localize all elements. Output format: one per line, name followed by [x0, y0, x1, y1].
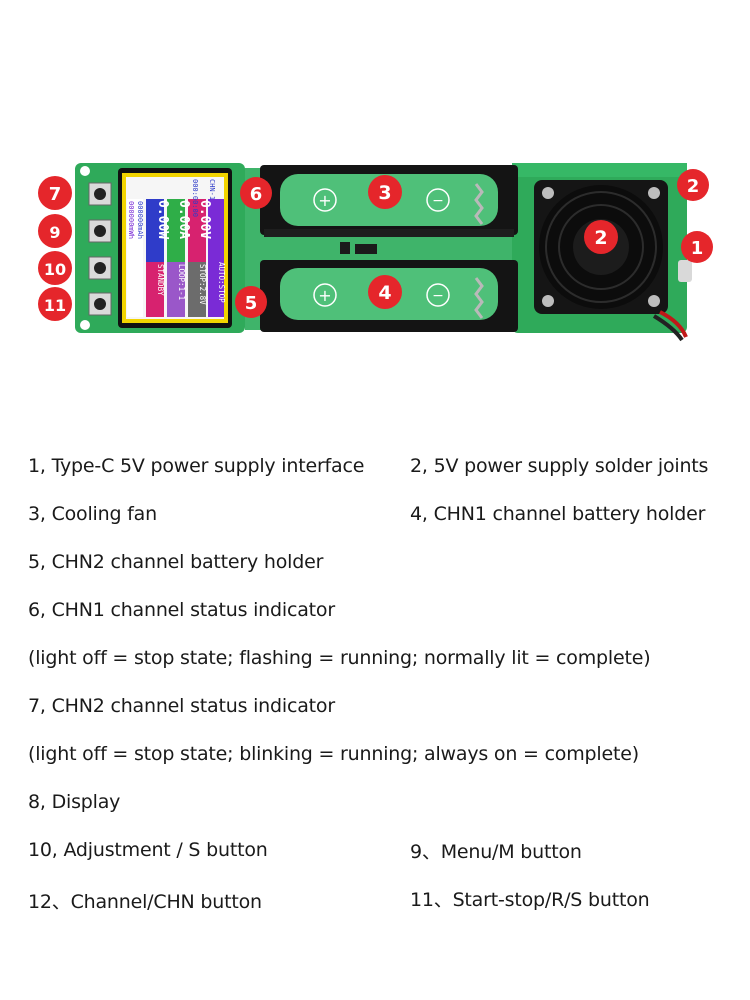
legend-item-6-note: (light off = stop state; flashing = runn… [28, 647, 651, 669]
svg-text:2: 2 [594, 227, 607, 249]
svg-text:11: 11 [44, 296, 66, 315]
lcd-standby: STANDBY [156, 264, 165, 296]
svg-text:7: 7 [49, 184, 62, 205]
legend-item-2: 2, 5V power supply solder joints [410, 455, 709, 477]
marker-9: 7 [38, 176, 72, 210]
menu-button[interactable] [88, 182, 112, 206]
button-column [88, 182, 112, 316]
lcd-cap-energy-col [127, 199, 143, 317]
start-stop-button[interactable] [88, 256, 112, 280]
legend-item-12: 12、Channel/CHN button [28, 891, 262, 913]
legend-item-3: 3, Cooling fan [28, 503, 157, 525]
legend-item-7: 7, CHN2 channel status indicator [28, 695, 335, 717]
legend-item-11: 11、Start-stop/R/S button [410, 889, 650, 911]
svg-text:9: 9 [49, 223, 60, 242]
type-c-port[interactable] [678, 260, 692, 282]
lcd-energy: 000000mWh [127, 201, 135, 239]
svg-text:10: 10 [44, 260, 66, 279]
svg-text:−: − [432, 288, 444, 304]
marker-12: 11 [38, 287, 72, 321]
svg-text:3: 3 [378, 182, 391, 204]
legend-item-9: 9、Menu/M button [410, 841, 582, 863]
marker-4: 3 [368, 175, 402, 209]
svg-text:−: − [432, 193, 444, 209]
lcd-stop-bar [188, 262, 206, 317]
channel-button[interactable] [88, 292, 112, 316]
lcd-loop-bar [167, 262, 185, 317]
marker-3: 2 [584, 220, 618, 254]
marker-10: 9 [38, 214, 72, 248]
svg-text:1: 1 [691, 238, 704, 259]
lcd-current: 0.00A [176, 200, 191, 239]
svg-text:6: 6 [250, 184, 263, 205]
legend-item-10: 10, Adjustment / S button [28, 839, 268, 861]
marker-7: 6 [240, 177, 272, 209]
lcd-status-col [208, 199, 224, 317]
marker-5: 4 [368, 275, 402, 309]
svg-text:+: + [318, 286, 331, 305]
marker-1: 1 [681, 231, 713, 263]
lcd-power: 0.00W [155, 200, 170, 239]
legend-item-5: 5, CHN2 channel battery holder [28, 551, 324, 573]
lcd-voltage: 0.00V [197, 200, 212, 239]
svg-text:+: + [318, 191, 331, 210]
marker-11: 10 [38, 251, 72, 285]
lcd-standby-bar [146, 262, 164, 317]
svg-text:5: 5 [245, 293, 258, 314]
legend-item-1: 1, Type-C 5V power supply interface [28, 455, 365, 477]
legend-item-7-note: (light off = stop state; blinking = runn… [28, 743, 639, 765]
lcd-loop: LOOP:1-1 [177, 264, 186, 300]
lcd-stop-voltage: STOP:2.8V [198, 264, 207, 305]
tester-board-image: 0.00V 0.00A 0.00W AUTO:STOP STOP:2.8V LO… [38, 163, 713, 342]
lcd-auto-stop: AUTO:STOP [217, 262, 226, 303]
marker-6: 5 [235, 286, 267, 318]
legend-item-6: 6, CHN1 channel status indicator [28, 599, 335, 621]
marker-2: 2 [677, 169, 709, 201]
lcd-timer: 000:00:00 [191, 179, 199, 217]
lcd-display: 0.00V 0.00A 0.00W AUTO:STOP STOP:2.8V LO… [118, 168, 232, 328]
lcd-capacity: 000000mAh [136, 201, 144, 239]
svg-text:2: 2 [687, 176, 700, 197]
legend-item-4: 4, CHN1 channel battery holder [410, 503, 706, 525]
adjust-button[interactable] [88, 219, 112, 243]
svg-text:4: 4 [378, 282, 391, 304]
lcd-channel: CHN-1 [208, 179, 216, 200]
legend-item-8: 8, Display [28, 791, 121, 813]
